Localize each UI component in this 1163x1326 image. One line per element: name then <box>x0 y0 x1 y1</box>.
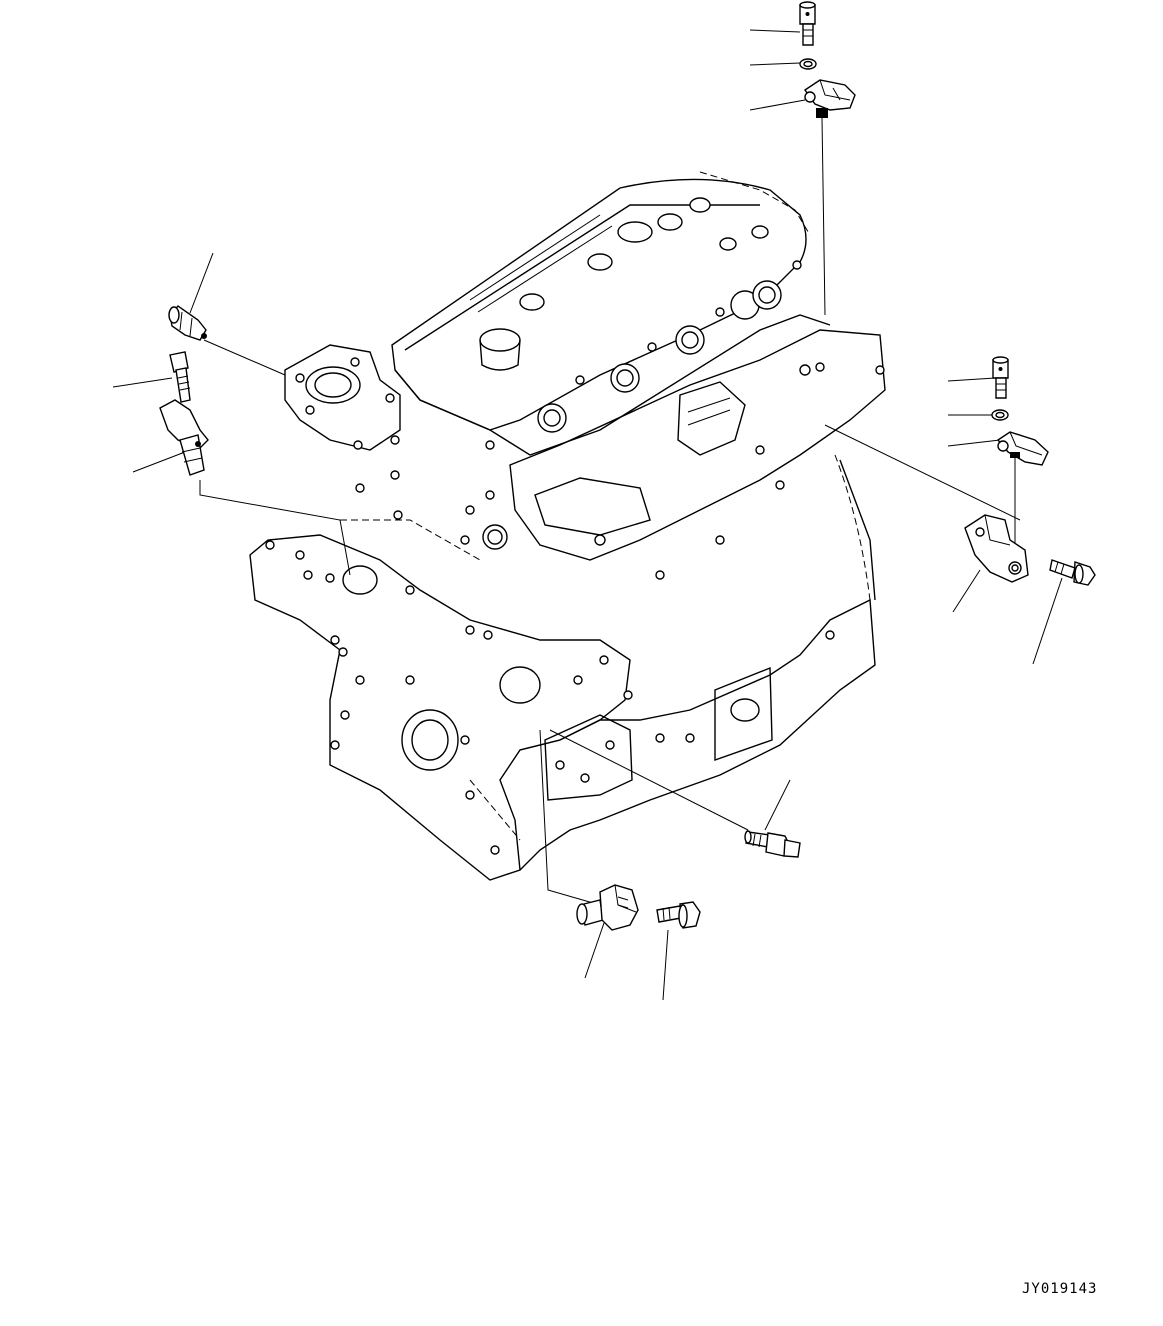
cylinder-head <box>394 260 831 456</box>
ambient-pressure-sensor-icon <box>996 431 1049 466</box>
cylinder-head-cover <box>391 171 811 431</box>
oil-pressure-switch-icon <box>744 830 801 858</box>
boost-sensor-bolt-icon <box>799 1 816 46</box>
manifold <box>509 329 886 580</box>
camshaft-position-sensor-icon <box>159 399 209 476</box>
thermostat-housing <box>284 344 401 451</box>
coolant-temperature-sensor-icon <box>168 305 207 341</box>
sensor-bracket-icon <box>964 514 1029 583</box>
ambient-sensor-washer-icon <box>991 409 1009 421</box>
mounting-bolt-icon <box>169 351 191 403</box>
engine-block <box>249 171 886 881</box>
ambient-sensor-bolt-icon <box>992 356 1009 399</box>
boost-sensor-washer-icon <box>799 58 817 70</box>
drawing-id-label: JY019143 <box>1022 1281 1098 1297</box>
timing-gear-case <box>249 534 633 881</box>
boost-pressure-sensor-icon <box>804 79 856 118</box>
crank-sensor-bolt-icon <box>656 901 701 929</box>
cylinder-block <box>340 435 876 871</box>
crankshaft-position-sensor-icon <box>576 884 639 931</box>
bracket-bolt-icon <box>1049 559 1096 586</box>
leader-lines <box>112 29 1063 1001</box>
